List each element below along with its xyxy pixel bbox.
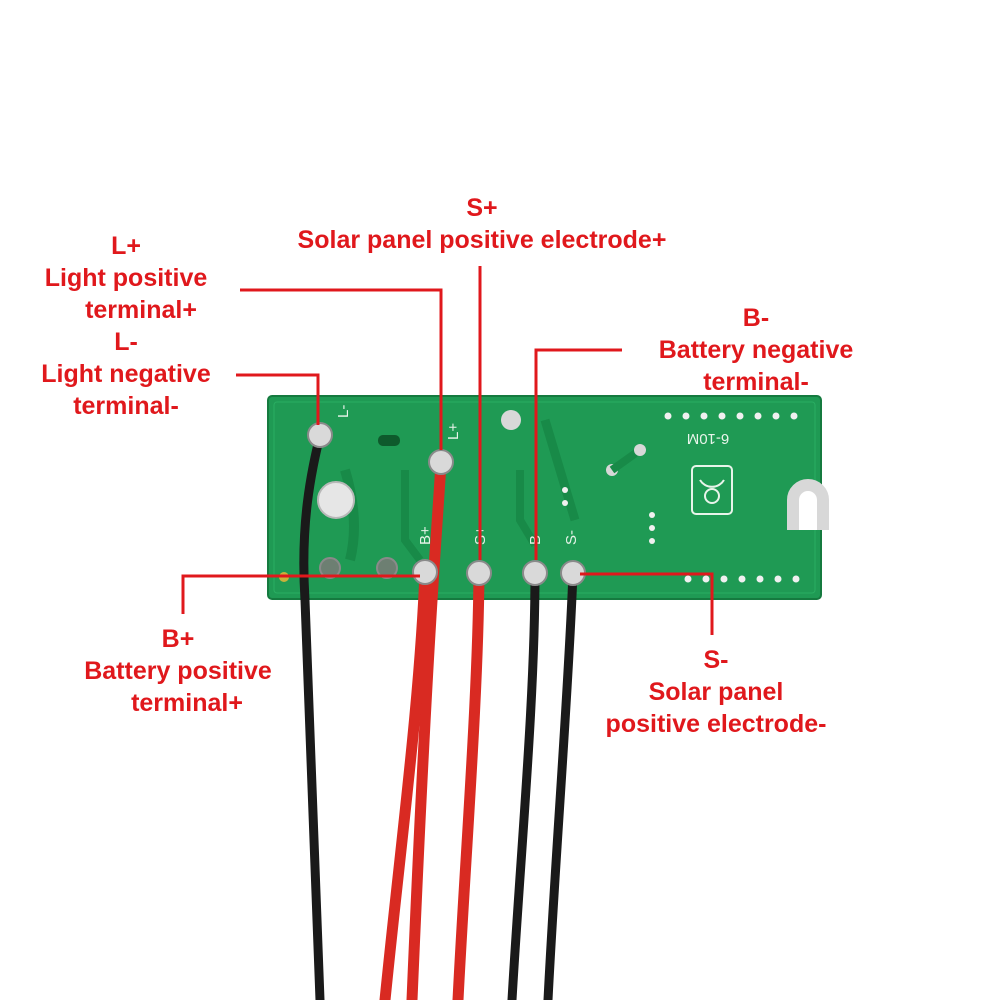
- leader-l-plus: [240, 288, 443, 450]
- label-s-minus-line1: Solar panel: [648, 678, 784, 706]
- label-b-minus: B- Battery negative terminal-: [659, 302, 854, 398]
- label-l-minus: L- Light negative terminal-: [41, 326, 210, 422]
- pcb-board: 6-10M L- L+ B+ S+ B- S-: [267, 395, 829, 600]
- label-b-plus-code: B+: [161, 625, 195, 653]
- leader-lines: [181, 266, 714, 635]
- label-l-plus: L+ Light positive terminal+: [45, 230, 208, 326]
- manufacturer-logo: [691, 465, 733, 515]
- wire-b-plus-red: [379, 566, 431, 1000]
- leader-l-minus: [236, 373, 320, 425]
- label-l-minus-line2: terminal-: [73, 392, 179, 420]
- wire-s-minus-black: [543, 568, 578, 1000]
- wire-b-minus-black: [507, 568, 540, 1000]
- wire-l-minus-black: [299, 430, 325, 1000]
- pad-label-s-minus: S-: [563, 530, 580, 545]
- label-b-plus-line1: Battery positive: [84, 657, 272, 685]
- label-b-plus: B+ Battery positive terminal+: [84, 623, 272, 719]
- pad-label-l-plus: L+: [445, 423, 462, 440]
- label-b-minus-line1: Battery negative: [658, 336, 854, 364]
- label-l-plus-code: L+: [111, 232, 141, 260]
- wire-l-plus-red: [406, 456, 447, 1000]
- label-s-minus-line2: positive electrode-: [605, 710, 827, 738]
- label-s-plus-code: S+: [466, 194, 498, 222]
- label-l-plus-line1: Light positive: [44, 264, 208, 292]
- label-l-plus-line2: terminal+: [85, 296, 197, 324]
- wire-s-plus-red: [452, 567, 485, 1000]
- label-l-minus-line1: Light negative: [41, 360, 211, 388]
- label-b-minus-line2: terminal-: [703, 368, 809, 396]
- label-b-plus-line2: terminal+: [131, 689, 243, 717]
- label-s-minus: S- Solar panel positive electrode-: [606, 644, 827, 740]
- label-s-plus: S+ Solar panel positive electrode+: [298, 192, 667, 256]
- leader-s-minus: [580, 572, 714, 635]
- label-s-plus-line1: Solar panel positive electrode+: [297, 226, 667, 254]
- pad-label-b-plus: B+: [417, 526, 434, 545]
- leader-b-plus: [181, 574, 420, 614]
- label-l-minus-code: L-: [114, 328, 138, 356]
- leader-b-minus: [534, 348, 622, 560]
- wires: [299, 430, 578, 1000]
- board-model-text: 6-10M: [687, 430, 730, 447]
- label-b-minus-code: B-: [742, 304, 770, 332]
- label-s-minus-code: S-: [703, 646, 729, 674]
- pad-label-l-minus: L-: [335, 405, 352, 418]
